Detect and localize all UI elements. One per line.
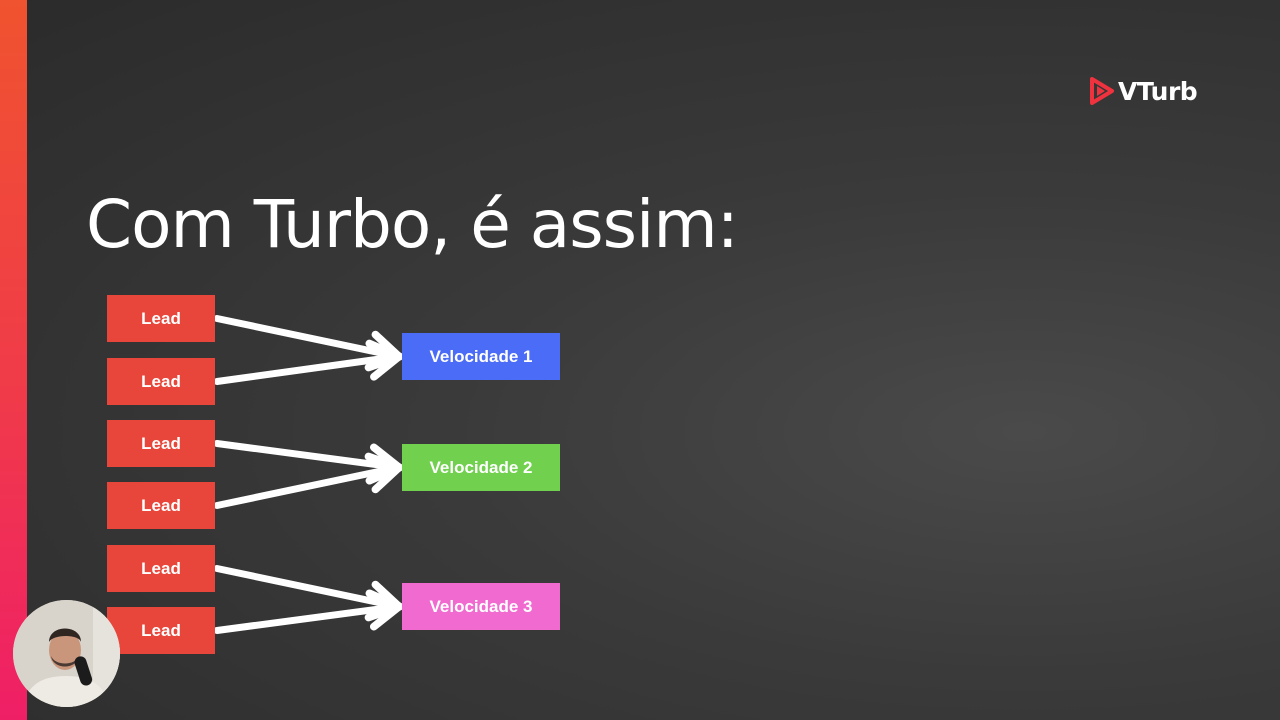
vturb-logo: VTurb <box>1088 74 1198 108</box>
accent-side-bar <box>0 0 27 720</box>
lead-box: Lead <box>107 358 215 405</box>
velocidade-box-1: Velocidade 1 <box>402 333 560 380</box>
lead-box: Lead <box>107 420 215 467</box>
slide-title: Com Turbo, é assim: <box>86 186 739 263</box>
velocidade-box-2: Velocidade 2 <box>402 444 560 491</box>
lead-box: Lead <box>107 607 215 654</box>
lead-box: Lead <box>107 482 215 529</box>
lead-box: Lead <box>107 295 215 342</box>
connector-arrow <box>213 339 404 385</box>
brand-name: VTurb <box>1118 76 1198 106</box>
play-logo-icon <box>1090 77 1114 105</box>
presenter-webcam <box>13 600 120 707</box>
connector-arrow <box>213 565 404 622</box>
connector-arrow <box>213 440 404 485</box>
lead-box: Lead <box>107 545 215 592</box>
connector-arrow <box>213 589 404 634</box>
velocidade-box-3: Velocidade 3 <box>402 583 560 630</box>
connector-arrow <box>213 315 404 372</box>
connector-arrow <box>213 452 404 509</box>
